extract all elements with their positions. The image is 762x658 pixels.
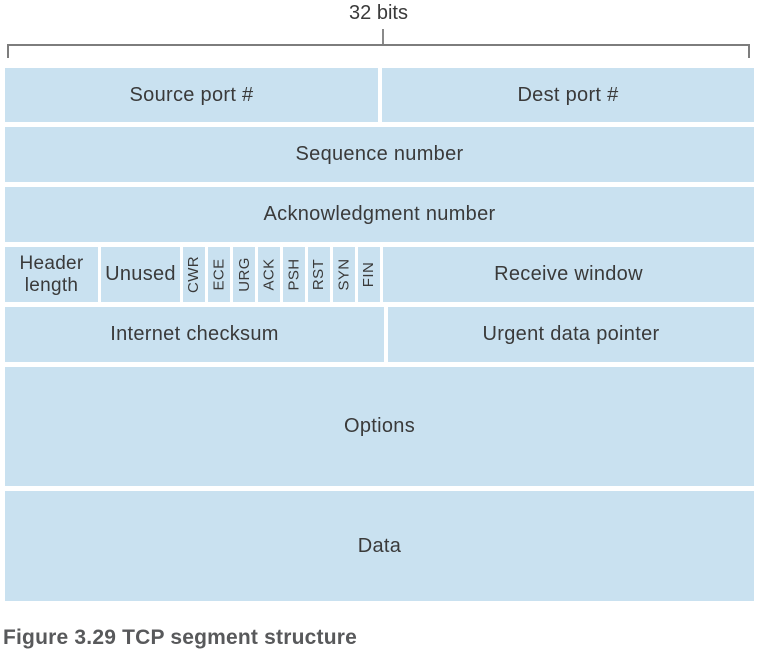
flag-ece-label: ECE (210, 258, 228, 291)
flag-fin: FIN (358, 247, 380, 302)
field-sequence-number: Sequence number (5, 127, 754, 182)
flag-psh-label: PSH (285, 258, 303, 291)
bits-span-bracket (7, 44, 750, 58)
bits-width-label: 32 bits (349, 2, 408, 24)
row-data: Data (5, 491, 754, 601)
field-source-port: Source port # (5, 68, 378, 122)
flag-cwr-label: CWR (185, 255, 203, 294)
row-acknowledgment: Acknowledgment number (5, 187, 754, 242)
flag-psh: PSH (283, 247, 305, 302)
field-unused: Unused (101, 247, 180, 302)
field-receive-window: Receive window (383, 247, 754, 302)
flag-ece: ECE (208, 247, 230, 302)
row-checksum: Internet checksum Urgent data pointer (5, 307, 754, 362)
flag-ack-label: ACK (260, 258, 278, 291)
flag-fin-label: FIN (360, 261, 378, 288)
row-flags: Header length Unused CWR ECE URG ACK PSH… (5, 247, 754, 302)
row-sequence: Sequence number (5, 127, 754, 182)
field-internet-checksum: Internet checksum (5, 307, 384, 362)
flag-rst-label: RST (310, 258, 328, 291)
tcp-segment-table: Source port # Dest port # Sequence numbe… (5, 68, 754, 606)
flag-ack: ACK (258, 247, 280, 302)
flag-syn: SYN (333, 247, 355, 302)
field-acknowledgment-number: Acknowledgment number (5, 187, 754, 242)
field-dest-port: Dest port # (382, 68, 754, 122)
row-options: Options (5, 367, 754, 486)
field-urgent-data-pointer: Urgent data pointer (388, 307, 754, 362)
flag-urg-label: URG (235, 257, 253, 292)
field-header-length: Header length (5, 247, 98, 302)
flag-urg: URG (233, 247, 255, 302)
flag-syn-label: SYN (335, 258, 353, 291)
bits-tick-line (382, 29, 384, 44)
field-options: Options (5, 367, 754, 486)
flag-cwr: CWR (183, 247, 205, 302)
field-data: Data (5, 491, 754, 601)
flag-rst: RST (308, 247, 330, 302)
row-ports: Source port # Dest port # (5, 68, 754, 122)
figure-caption: Figure 3.29 TCP segment structure (3, 626, 357, 649)
